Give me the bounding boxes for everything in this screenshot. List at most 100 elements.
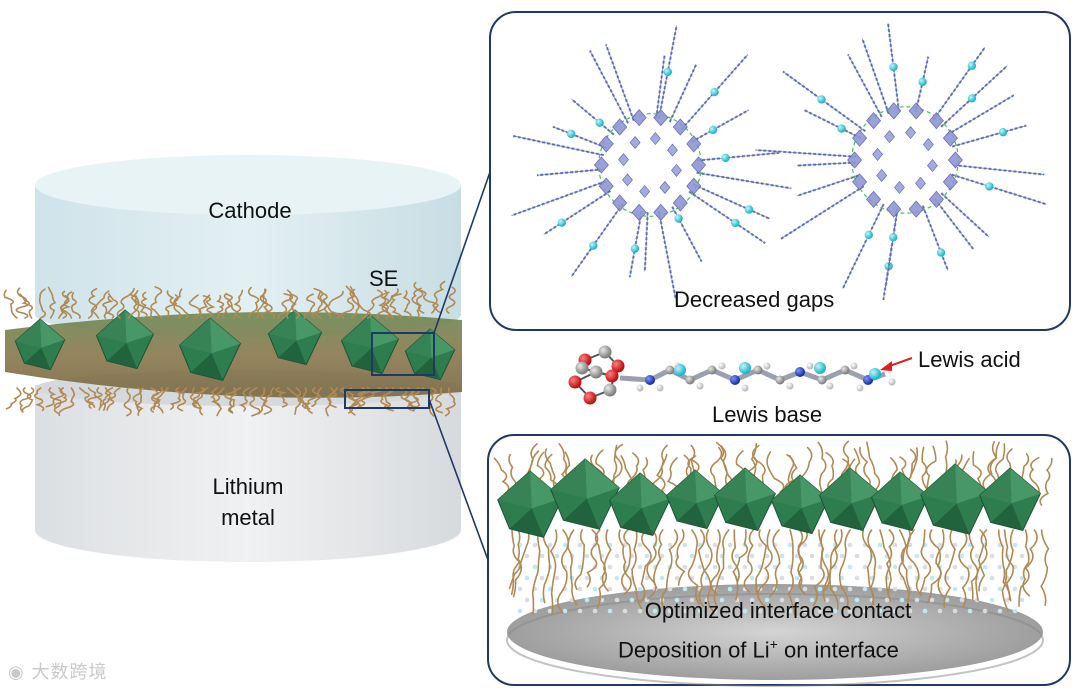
metal-atom <box>589 365 603 379</box>
interface-ligand-strand <box>743 529 755 593</box>
lattice-atom <box>907 542 913 548</box>
lattice-atom <box>652 608 658 614</box>
li-ion <box>967 94 977 103</box>
lattice-atom <box>854 553 860 559</box>
interface-ligand-strand <box>829 529 843 610</box>
interface-ligand-strand <box>586 529 599 588</box>
cell-cylinder <box>35 155 461 562</box>
lattice-atom <box>547 608 553 614</box>
lattice-atom <box>862 564 868 570</box>
carbon-atom <box>665 365 675 375</box>
lattice-atom <box>907 564 913 570</box>
li-ion <box>708 125 718 135</box>
lattice-atom <box>794 575 800 581</box>
interface-ligand-strand <box>713 529 730 607</box>
interface-ligand-strand <box>968 529 979 600</box>
metal-polyhedron <box>927 159 938 173</box>
lattice-atom <box>824 597 830 603</box>
se-ligand-strand <box>202 295 216 319</box>
lattice-atom <box>697 608 703 614</box>
lattice-atom <box>862 608 868 614</box>
carbon-atom <box>840 365 850 375</box>
interface-ligand-strand <box>977 529 988 592</box>
lattice-atom <box>749 553 755 559</box>
se-ligand-strand <box>410 387 421 412</box>
connector-line-top-a <box>433 171 491 334</box>
lattice-atom <box>719 597 725 603</box>
lattice-atom <box>967 608 973 614</box>
hydrogen-atom <box>888 378 896 386</box>
se-ligand-strand <box>70 292 81 319</box>
interface-ligand-strand <box>687 529 700 605</box>
lattice-atom <box>749 575 755 581</box>
interface-ligand-strand <box>997 529 1011 601</box>
li-ion <box>674 364 686 376</box>
interface-polyhedron <box>819 467 882 531</box>
se-ligand-strand <box>106 387 121 411</box>
lattice-atom <box>727 542 733 548</box>
lattice-atom <box>562 608 568 614</box>
li-ion <box>674 214 683 223</box>
lattice-atom <box>809 597 815 603</box>
li-ion <box>817 95 826 104</box>
interface-ligand-strand <box>661 529 679 610</box>
lattice-atom <box>952 586 958 592</box>
ligand-chain-backbone <box>543 190 611 235</box>
metal-atom <box>603 383 617 397</box>
lattice-atom <box>892 564 898 570</box>
carbon-atom <box>685 375 695 385</box>
interface-ligand-strand <box>574 529 585 591</box>
lattice-atom <box>577 564 583 570</box>
lattice-atom <box>757 608 763 614</box>
zoom-box-top <box>371 332 435 376</box>
li-ion <box>814 362 826 374</box>
lattice-atom <box>802 542 808 548</box>
metal-polyhedron <box>908 200 924 218</box>
lattice-atom <box>622 608 628 614</box>
lattice-atom <box>997 564 1003 570</box>
lattice-atom <box>952 542 958 548</box>
interface-ligand-strand <box>935 529 945 598</box>
se-ligand-strand <box>435 387 444 414</box>
ligand-chain-backbone <box>885 208 899 288</box>
lattice-atom <box>847 586 853 592</box>
lattice-atom <box>577 542 583 548</box>
se-ligand-strand <box>410 387 425 409</box>
lewis-acid-arrowhead <box>880 361 892 371</box>
interface-ligand-strand <box>698 529 713 608</box>
lattice-atom <box>1019 553 1025 559</box>
interface-polyhedron <box>979 467 1042 531</box>
metal-polyhedron <box>866 190 882 209</box>
se-ligand-strand <box>48 387 62 414</box>
lewis-base-label: Lewis base <box>712 402 823 427</box>
se-polyhedron <box>95 309 155 370</box>
metal-polyhedron <box>612 194 628 212</box>
li-ion <box>936 248 946 257</box>
interface-ligand-strand <box>1018 529 1038 607</box>
lattice-atom <box>517 608 523 614</box>
se-ligand-strand <box>325 387 338 417</box>
se-ligand-strand <box>286 293 299 319</box>
ligand-chain-backbone <box>536 168 603 176</box>
metal-polyhedron <box>653 203 669 221</box>
se-ligand-strand <box>389 293 402 319</box>
interface-ligand-strand <box>567 529 578 606</box>
lattice-atom <box>742 564 748 570</box>
metal-polyhedron <box>942 129 958 147</box>
lattice-atom <box>989 575 995 581</box>
lattice-atom <box>997 586 1003 592</box>
se-ligand-strand <box>248 387 261 417</box>
interface-ligand-strand <box>755 529 768 595</box>
lattice-atom <box>839 597 845 603</box>
se-ligand-strand <box>384 387 392 408</box>
lattice-atom <box>674 575 680 581</box>
lattice-atom <box>847 542 853 548</box>
lattice-atom <box>577 608 583 614</box>
lattice-atom <box>524 597 530 603</box>
lattice-atom <box>637 608 643 614</box>
lattice-atom <box>929 553 935 559</box>
cathode-label: Cathode <box>208 198 292 223</box>
interface-ligand-strand <box>757 529 773 608</box>
se-ligand-strand <box>221 293 233 319</box>
lattice-atom <box>532 542 538 548</box>
